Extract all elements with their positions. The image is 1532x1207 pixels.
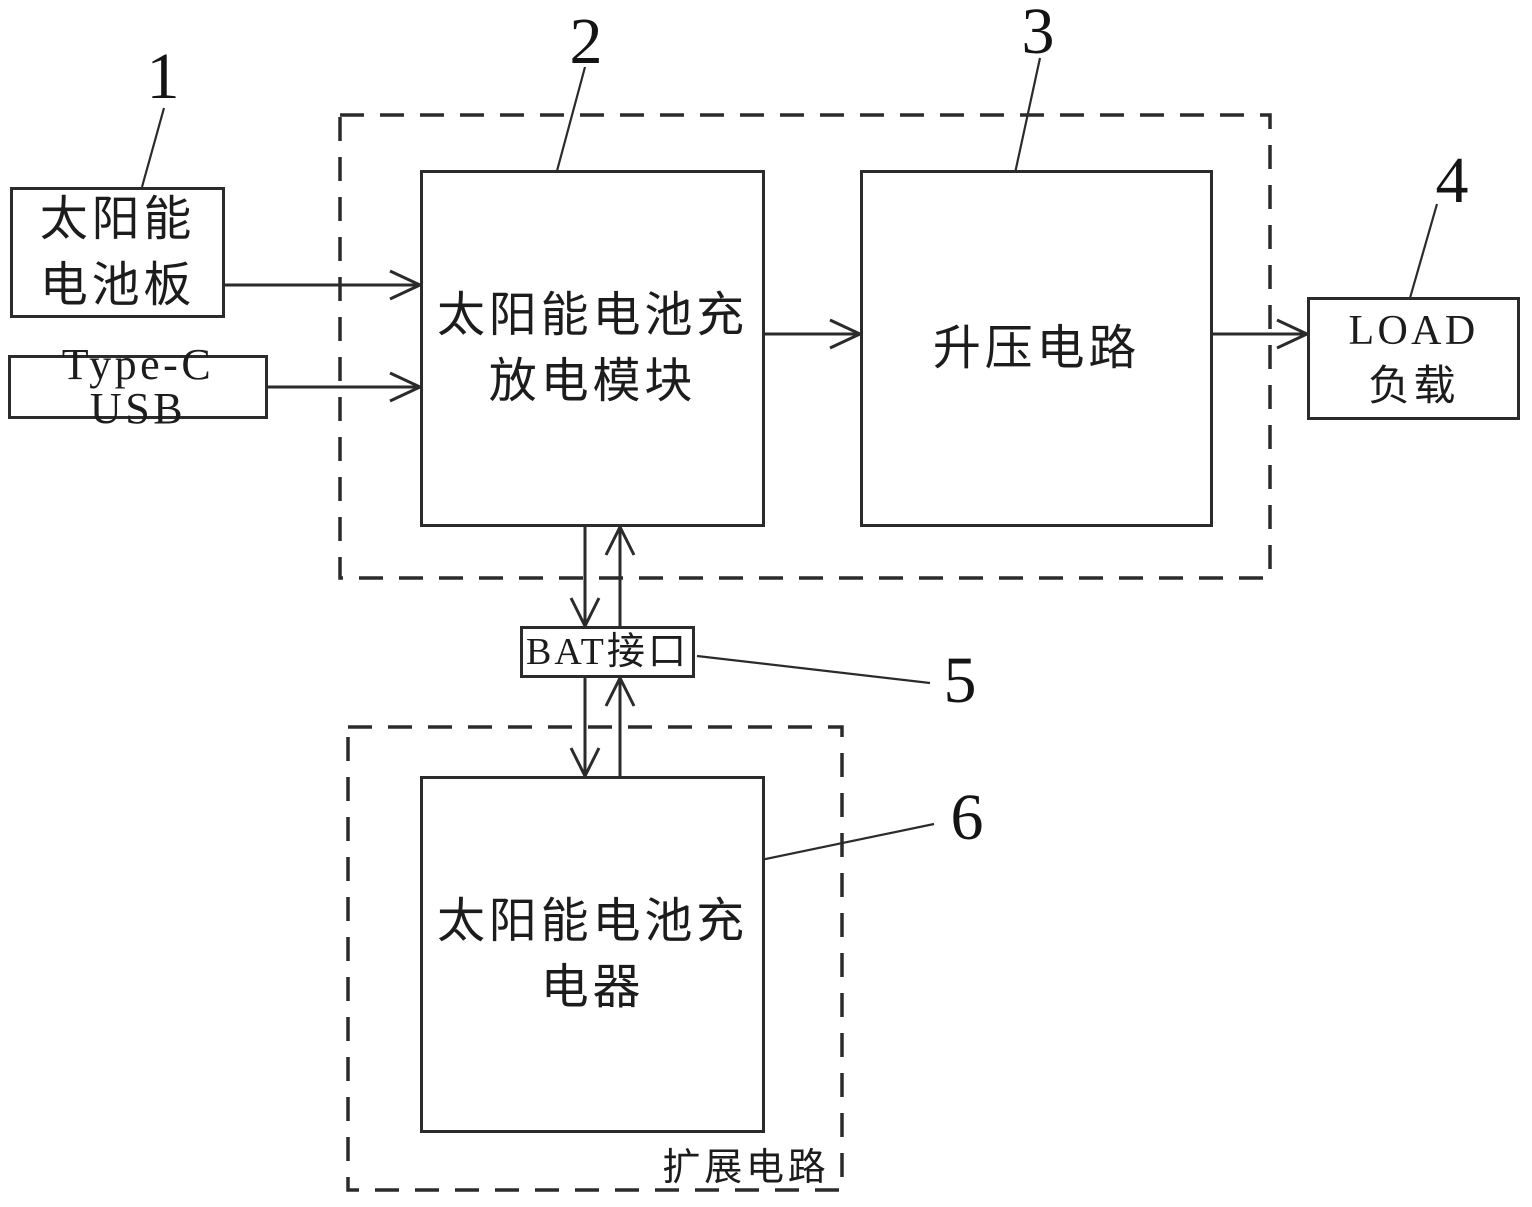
typec-usb-label: Type-C USB (61, 340, 215, 433)
dashed-group-main (338, 113, 1272, 580)
solar-panel-label-line2: 电池板 (39, 258, 196, 312)
ref-number-1: 1 (146, 40, 180, 113)
block-typec-usb: Type-C USB (8, 343, 268, 431)
solar-charger-label-line1: 太阳能电池充 (436, 894, 749, 948)
load-label-line1: LOAD (1348, 307, 1479, 354)
block-load: LOAD 负载 (1307, 297, 1520, 420)
arrow-charger-up-to-bat (604, 674, 636, 776)
arrow-bat-up-to-module (604, 523, 636, 626)
solar-panel-label-line1: 太阳能 (39, 192, 196, 246)
arrow-solar-to-module (225, 269, 424, 301)
solar-charger-label-line2: 电器 (540, 960, 645, 1014)
ref-number-4: 4 (1435, 144, 1469, 217)
block-bat-port: BAT接口 (520, 626, 695, 678)
charge-discharge-label-line1: 太阳能电池充 (436, 288, 749, 342)
dashed-group-expansion (346, 725, 844, 1192)
leader-ref-5 (696, 654, 931, 685)
leader-ref-3 (1010, 57, 1042, 188)
leader-ref-4 (1406, 203, 1439, 306)
charge-discharge-label-line2: 放电模块 (488, 354, 697, 408)
ref-number-5: 5 (943, 644, 977, 717)
ref-number-2: 2 (569, 5, 603, 78)
ref-number-3: 3 (1021, 0, 1055, 68)
block-boost-circuit: 升压电路 (860, 170, 1213, 527)
bat-port-label: BAT接口 (526, 631, 689, 673)
arrow-usb-to-module (268, 371, 424, 403)
load-label-line2: 负载 (1368, 363, 1459, 410)
block-solar-charger: 太阳能电池充 电器 (420, 776, 765, 1133)
expansion-group-label: 扩展电路 (662, 1146, 830, 1189)
leader-ref-2 (552, 66, 587, 183)
ref-number-6: 6 (950, 781, 984, 854)
block-solar-panel: 太阳能 电池板 (10, 187, 225, 318)
leader-ref-1 (140, 107, 166, 188)
boost-circuit-label: 升压电路 (932, 321, 1141, 375)
arrow-boost-to-load (1213, 318, 1311, 350)
block-charge-discharge-module: 太阳能电池充 放电模块 (420, 170, 765, 527)
arrow-module-to-boost (765, 318, 864, 350)
